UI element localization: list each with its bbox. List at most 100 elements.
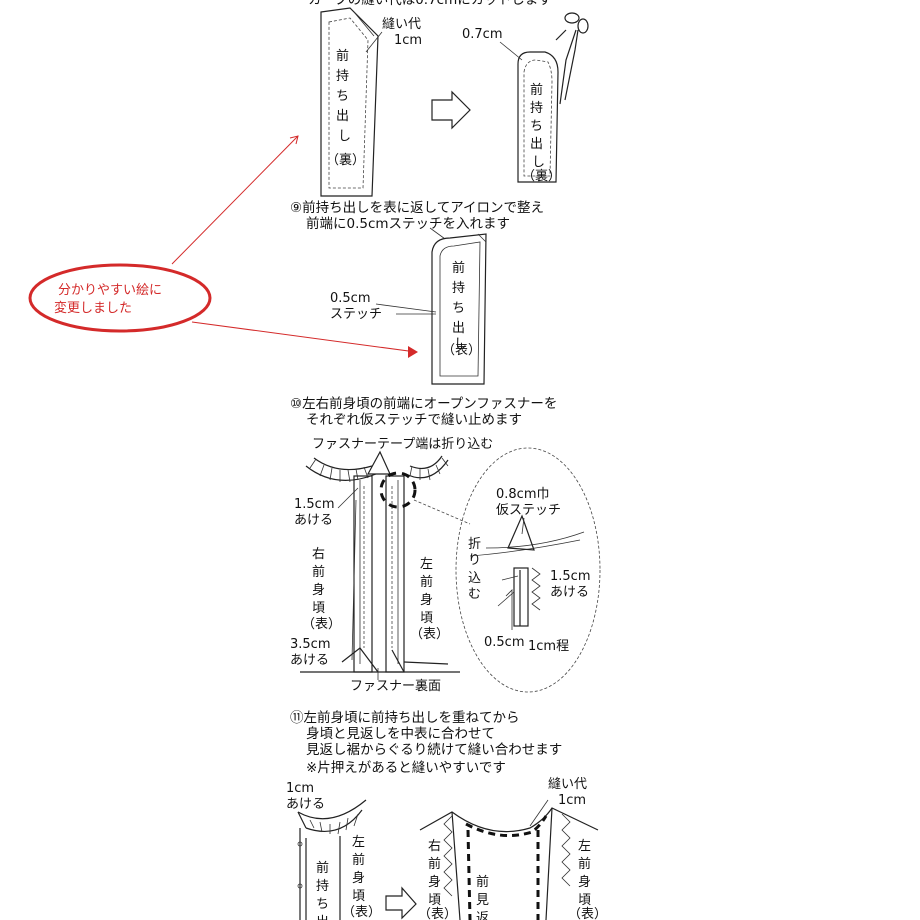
stitch-width-label: 0.5cm (330, 291, 371, 306)
placket-char: し (532, 155, 545, 170)
cut-width-leader (499, 41, 523, 61)
right-front-vertical-text: 右 前 身 頃 （表） (302, 547, 341, 632)
step11-line4: ※片押えがあると縫いやすいです (306, 760, 506, 776)
callout-arrow-top (171, 135, 299, 265)
right-front-char: 頃 (312, 601, 325, 616)
placket-char: 出 (336, 109, 349, 124)
step11-seam-label: 縫い代 (548, 777, 587, 792)
facing-vertical-text: 前 見 返 (476, 874, 489, 920)
fold-char: む (468, 587, 481, 602)
fold-char: 込 (468, 571, 481, 586)
left-front-char: 左 (420, 557, 433, 572)
facing-char: 前 (476, 874, 489, 890)
step9-line1: ⑨前持ち出しを表に返してアイロンで整え (290, 199, 544, 216)
step11-line3: 見返し裾からぐるり続けて縫い合わせます (306, 742, 562, 758)
bodice-with-facing (419, 807, 599, 920)
step10-line1: ⑩左右前身頃の前端にオープンファスナーを (290, 395, 557, 412)
placket-side-label: （裏） (522, 169, 561, 184)
placket-char: 出 (452, 321, 465, 336)
bottom-gap-label: あける (290, 653, 329, 668)
placket-char: 出 (316, 915, 329, 920)
seam-allowance-label: 縫い代 (382, 17, 421, 32)
top-gap-value: 1.5cm (294, 497, 335, 512)
right-front-char: 身 (312, 582, 325, 598)
detail-gap-value: 1.5cm (550, 569, 591, 584)
stitch-label: ステッチ (330, 307, 382, 322)
left-front-char: 頃 (420, 611, 433, 626)
placket-side-label: （裏） (326, 153, 365, 168)
placket-right-side (431, 233, 487, 385)
basting-width: 0.8cm巾 (496, 487, 550, 502)
stitch-leader (375, 303, 437, 315)
placket-right-vertical-text: 前 持 ち 出 し （裏） (522, 82, 561, 184)
step8-header: カーブの縫い代は0.7cmにカットします (308, 0, 552, 8)
fold-char: 折 (468, 537, 481, 552)
placket-char: し (454, 337, 467, 352)
scissors-icon (555, 12, 589, 105)
placket-char: 持 (336, 69, 349, 84)
front-bodice-pair (300, 450, 460, 673)
callout-arrow-bottom (191, 321, 417, 353)
top-gap-leader (337, 487, 359, 509)
revision-callout: 分かりやすい絵に 変更しました (28, 135, 418, 358)
callout-line2: 変更しました (54, 300, 132, 316)
placket-char: ち (530, 119, 543, 134)
placket-side-label: （表） (442, 343, 481, 358)
step11-line2: 身頃と見返しを中表に合わせて (306, 726, 495, 742)
left-front-2-step11-vertical-text: 左 前 身 頃 （表） (568, 839, 607, 920)
placket-char: 前 (530, 82, 543, 98)
placket-char: 持 (452, 281, 465, 296)
tape-fold-note: ファスナーテープ端は折り込む (312, 437, 493, 452)
step11-gap-value: 1cm (286, 781, 314, 796)
left-front-char: 前 (578, 856, 591, 872)
right-front-side: （表） (418, 907, 457, 920)
left-front-char: 前 (420, 574, 433, 590)
bottom-gap-value: 3.5cm (290, 637, 331, 652)
placket-left-vertical-text: 前 持 ち 出 し （裏） (326, 48, 365, 168)
right-front-step11-vertical-text: 右 前 身 頃 （表） (418, 839, 457, 920)
callout-line1: 分かりやすい絵に (58, 283, 162, 298)
next-step-arrow-icon (431, 90, 471, 130)
fold-char: り (468, 553, 481, 568)
left-front-char: 前 (352, 852, 365, 868)
left-front-char: 左 (352, 835, 365, 850)
top-gap-label: あける (294, 513, 333, 528)
step11-gap-label: あける (286, 797, 325, 812)
step9-line2: 前端に0.5cmステッチを入れます (306, 215, 510, 232)
left-front-char: 身 (420, 592, 433, 608)
next-step-arrow-icon (385, 886, 417, 920)
callout-arrowhead-top-icon (289, 135, 299, 145)
detail-approx-label: 1cm程 (528, 639, 569, 654)
detail-seam-label: 0.5cm (484, 635, 525, 650)
detail-focus-circle (379, 471, 417, 509)
right-front-char: 右 (312, 547, 325, 562)
callout-arrowhead-bottom-icon (408, 346, 418, 358)
placket-wrong-side-before-cut (320, 7, 379, 197)
right-front-char: 前 (428, 856, 441, 872)
right-front-char: 前 (312, 564, 325, 580)
detail-connector (413, 499, 471, 525)
step11-seam-leader (529, 799, 549, 827)
placket-step11-vertical-text: 前 持 ち 出 (316, 860, 329, 920)
placket-char: ち (336, 89, 349, 104)
cut-width-label: 0.7cm (462, 27, 503, 42)
placket-char: 持 (316, 879, 329, 894)
left-front-step11-vertical-text: 左 前 身 頃 （表） (342, 835, 381, 920)
placket-step9-vertical-text: 前 持 ち 出 し （表） (442, 260, 481, 358)
right-front-char: 身 (428, 874, 441, 890)
placket-char: 出 (530, 137, 543, 152)
detail-gap-label: あける (550, 585, 589, 600)
fold-in-vertical-text: 折 り 込 む (468, 537, 481, 602)
left-front-side: （表） (410, 627, 449, 642)
seam-allowance-leader (365, 31, 383, 53)
step10-line2: それぞれ仮ステッチで縫い止めます (306, 412, 522, 428)
placket-char: 前 (316, 860, 329, 876)
seam-allowance-value: 1cm (394, 33, 422, 48)
left-front-side: （表） (342, 905, 381, 920)
left-front-char: 身 (578, 874, 591, 890)
zipper-back-label: ファスナー裏面 (350, 679, 441, 694)
left-front-char: 身 (352, 870, 365, 886)
placket-char: ち (452, 301, 465, 316)
left-front-char: 左 (578, 839, 591, 854)
